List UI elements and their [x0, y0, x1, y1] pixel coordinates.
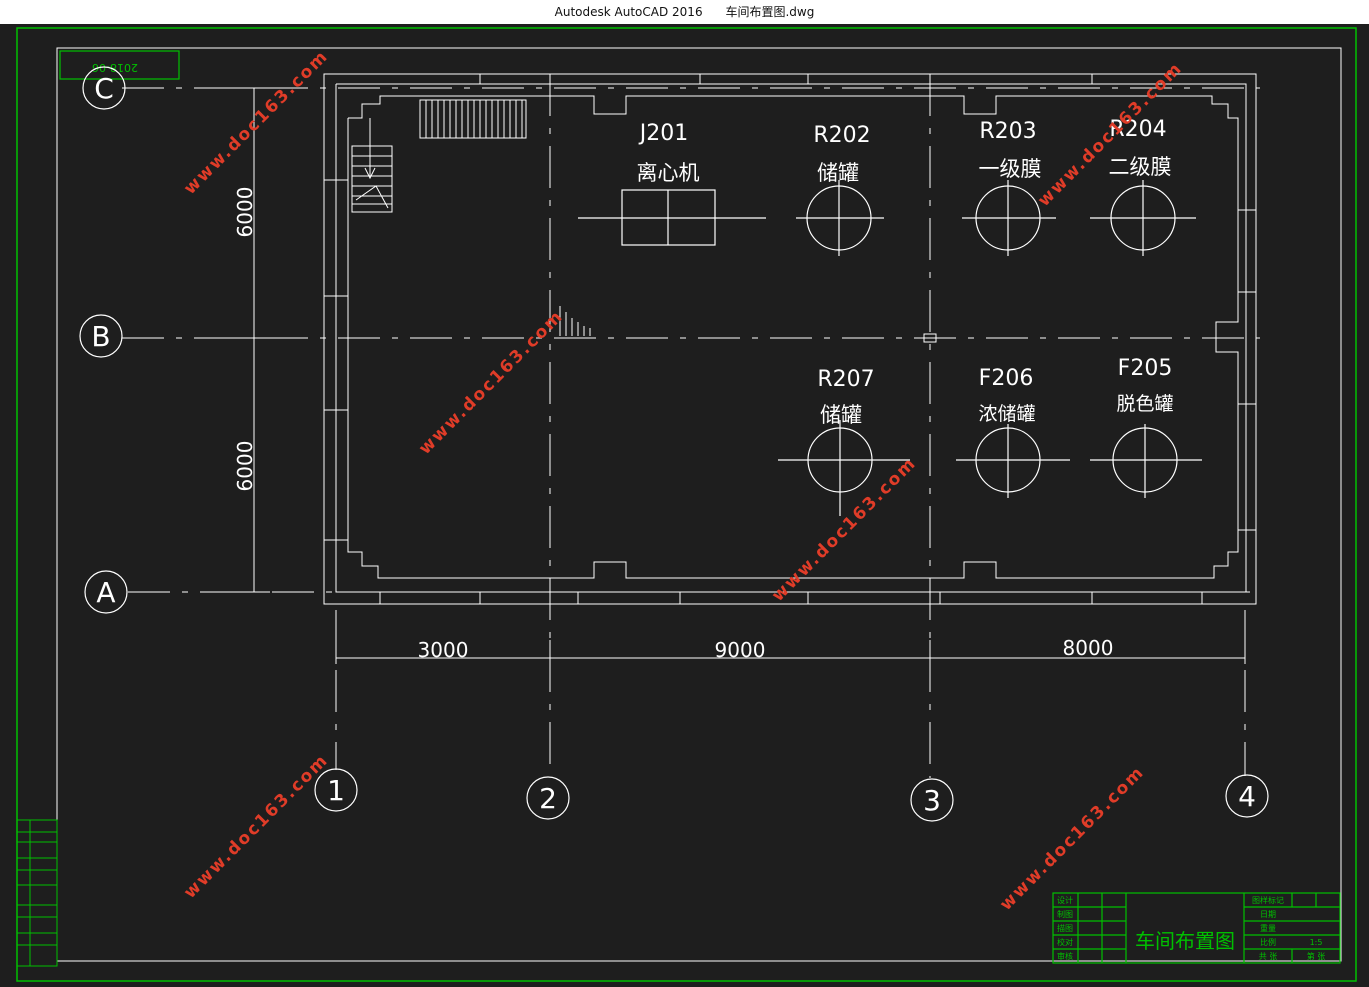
grid-label-a: A	[96, 576, 115, 609]
stair-marks	[559, 306, 591, 336]
grid-bubble-2	[526, 776, 570, 820]
eq-name-j201: 离心机	[637, 161, 700, 185]
column-mark	[923, 333, 937, 343]
tb-label-trace: 描图	[1057, 923, 1073, 933]
dim-col-23: 9000	[715, 638, 766, 662]
eq-name-r203: 一级膜	[979, 157, 1042, 181]
title-block: 设计 制图 描图 校对 审核 图样标记 日期 重量 比例 1:5 共 张 第 张…	[1052, 892, 1341, 964]
sheet-inner-border	[56, 47, 1342, 962]
tank-r202-symbol	[796, 180, 884, 256]
eq-name-f205: 脱色罐	[1116, 393, 1173, 415]
grid-bubble-b	[79, 314, 123, 358]
building-walls	[323, 73, 1257, 605]
eq-tag-r202: R202	[813, 123, 870, 148]
tb-scale-value: 1:5	[1310, 938, 1323, 947]
dimension-texts: 6000 6000 3000 9000 8000	[233, 187, 1113, 662]
grid-bubbles	[79, 66, 1269, 822]
tb-sheet-total: 共 张	[1259, 952, 1278, 961]
dimension-lines	[236, 87, 1246, 664]
watermark-5: www.doc163.com	[180, 750, 333, 903]
tb-label-review: 审核	[1057, 951, 1073, 961]
eq-tag-j201: J201	[638, 121, 688, 146]
tank-r204-symbol	[1090, 180, 1196, 256]
grid-bubble-a	[84, 570, 128, 614]
grid-bubble-c	[82, 66, 126, 110]
window-titlebar: Autodesk AutoCAD 2016 车间布置图.dwg	[0, 0, 1369, 24]
dim-row-ba: 6000	[233, 441, 257, 492]
equipment-labels: J201 离心机 R202 储罐 R203 一级膜 R204 二级膜 R207 …	[637, 117, 1174, 427]
dim-col-12: 3000	[418, 638, 469, 662]
eq-name-r202: 储罐	[817, 161, 859, 185]
tank-f205-symbol	[1090, 424, 1202, 498]
grid-bubble-3	[910, 778, 954, 822]
grid-label-3: 3	[923, 784, 941, 817]
tb-title: 车间布置图	[1135, 929, 1235, 953]
eq-tag-f206: F206	[979, 366, 1034, 391]
app-title: Autodesk AutoCAD 2016	[554, 5, 703, 19]
tb-label-weight: 重量	[1260, 923, 1276, 933]
watermark-6: www.doc163.com	[996, 762, 1149, 915]
tank-r207-symbol	[778, 420, 910, 516]
dim-row-cb: 6000	[233, 187, 257, 238]
tb-label-draw: 制图	[1057, 909, 1073, 919]
stamp-text: 2018-06	[92, 61, 138, 74]
tb-label-mark: 图样标记	[1252, 895, 1284, 905]
grid-bubble-1	[314, 768, 358, 812]
file-name: 车间布置图.dwg	[725, 5, 815, 19]
equipment-symbols	[578, 180, 1202, 516]
eq-tag-r204: R204	[1109, 117, 1166, 142]
tb-label-check: 校对	[1057, 937, 1073, 947]
grid-label-b: B	[91, 320, 110, 353]
watermark-3: www.doc163.com	[415, 306, 568, 459]
eq-name-f206: 浓储罐	[978, 403, 1035, 425]
eq-name-r204: 二级膜	[1109, 155, 1172, 179]
watermark-1: www.doc163.com	[180, 46, 333, 199]
grid-label-2: 2	[539, 782, 557, 815]
grid-label-c: C	[94, 72, 114, 105]
grid-bubble-labels: C B A 1 2 3 4	[91, 72, 1256, 817]
drawing-canvas[interactable]: 2018-06	[0, 24, 1369, 987]
stamp-box: 2018-06	[59, 50, 180, 80]
tb-label-date: 日期	[1260, 910, 1276, 919]
eq-name-r207: 储罐	[820, 403, 862, 427]
sheet-outer-border	[16, 27, 1357, 982]
tank-r203-symbol	[962, 180, 1056, 256]
watermark-4: www.doc163.com	[768, 453, 921, 606]
dim-col-34: 8000	[1063, 636, 1114, 660]
eq-tag-r207: R207	[817, 367, 874, 392]
tb-sheet-no: 第 张	[1307, 951, 1326, 961]
tb-label-scale: 比例	[1260, 937, 1276, 947]
grid-bubble-4	[1225, 774, 1269, 818]
grid-label-4: 4	[1238, 780, 1256, 813]
staircase	[351, 99, 527, 213]
tb-label-design: 设计	[1057, 895, 1073, 905]
side-strip	[16, 819, 58, 967]
tank-f206-symbol	[956, 424, 1070, 498]
eq-tag-f205: F205	[1118, 356, 1173, 381]
centrifuge-j201-symbol	[578, 189, 766, 246]
eq-tag-r203: R203	[979, 119, 1036, 144]
grid-label-1: 1	[327, 774, 345, 807]
